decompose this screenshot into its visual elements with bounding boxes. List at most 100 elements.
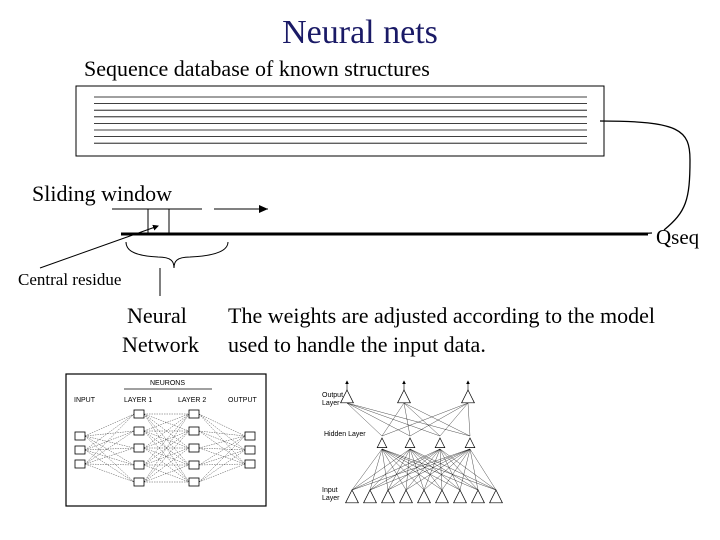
right-network-connection bbox=[459, 448, 471, 491]
right-network-connection bbox=[387, 448, 411, 491]
input-neuron bbox=[399, 489, 413, 504]
right-network-connection bbox=[409, 448, 443, 491]
right-network-connection bbox=[369, 448, 411, 491]
left-network-connection bbox=[84, 430, 135, 451]
output-layer-label: Output bbox=[322, 392, 343, 399]
right-network-connection bbox=[351, 448, 471, 491]
right-network-connection bbox=[403, 402, 471, 437]
right-network-connection bbox=[439, 448, 461, 491]
slide-title: Neural nets bbox=[282, 14, 438, 51]
left-network-connection bbox=[198, 430, 246, 437]
right-network-connection bbox=[351, 448, 411, 491]
left-network-connection bbox=[84, 449, 135, 466]
right-network-connection bbox=[409, 448, 425, 491]
right-network-connection bbox=[387, 448, 441, 491]
description-line1: The weights are adjusted according to th… bbox=[228, 303, 656, 328]
right-network-connection bbox=[439, 448, 443, 491]
qseq-label: Qseq bbox=[656, 225, 700, 249]
hidden-neuron bbox=[188, 460, 200, 470]
right-network-connection bbox=[423, 448, 441, 491]
database-sequence-lines bbox=[94, 96, 587, 144]
left-network-connection bbox=[198, 413, 246, 465]
input-neuron bbox=[74, 431, 86, 441]
left-network-connection bbox=[143, 413, 190, 432]
left-network-connection bbox=[84, 447, 135, 451]
hidden-neuron bbox=[188, 426, 200, 436]
right-network-connection bbox=[381, 402, 469, 437]
input-neuron bbox=[489, 489, 503, 504]
right-network-connection bbox=[381, 448, 443, 491]
left-network-connection bbox=[198, 463, 246, 466]
left-network-neurons bbox=[74, 409, 256, 487]
right-network-connection bbox=[387, 448, 471, 491]
right-network-connection bbox=[403, 402, 441, 437]
hidden-neuron bbox=[188, 409, 200, 419]
right-network-connection bbox=[409, 448, 479, 491]
left-network-connection bbox=[143, 413, 190, 432]
left-network-connection bbox=[84, 413, 135, 451]
right-network-connection bbox=[381, 448, 407, 491]
input-neuron bbox=[435, 489, 449, 504]
output-neuron bbox=[461, 389, 475, 404]
window-brace bbox=[125, 241, 229, 269]
input-column-label: INPUT bbox=[74, 397, 96, 404]
central-residue-arrow bbox=[39, 224, 159, 269]
right-network-connection bbox=[346, 402, 471, 437]
left-network-connection bbox=[198, 435, 246, 483]
input-neuron bbox=[74, 459, 86, 469]
right-network-connection bbox=[346, 402, 411, 437]
input-neuron bbox=[417, 489, 431, 504]
left-network-connection bbox=[198, 435, 246, 466]
svg-text:Layer: Layer bbox=[322, 495, 340, 502]
left-network-connection bbox=[84, 435, 135, 466]
left-network-connection bbox=[198, 463, 246, 483]
left-network-connection bbox=[84, 413, 135, 437]
input-layer-label: Input bbox=[322, 487, 338, 494]
sliding-window-label: Sliding window bbox=[32, 181, 172, 206]
left-network-connection bbox=[143, 464, 190, 483]
right-network-connection bbox=[369, 448, 471, 491]
right-network-connection bbox=[467, 402, 471, 437]
right-network-connection bbox=[405, 448, 471, 491]
left-network-connections bbox=[84, 413, 246, 483]
input-neuron bbox=[471, 489, 485, 504]
left-network-connection bbox=[143, 430, 190, 483]
output-column-label: OUTPUT bbox=[228, 397, 258, 404]
neurons-header: NEURONS bbox=[150, 380, 185, 387]
right-network-connection bbox=[369, 448, 441, 491]
output-neuron bbox=[244, 431, 256, 441]
right-network-connection bbox=[381, 448, 461, 491]
input-neuron bbox=[453, 489, 467, 504]
left-network-connection bbox=[198, 447, 246, 465]
right-network-connection bbox=[381, 448, 389, 491]
left-network-connection bbox=[84, 435, 135, 449]
neural-network-label-line1: Neural bbox=[127, 303, 187, 328]
left-network-connection bbox=[198, 430, 246, 451]
right-network-connection bbox=[439, 402, 469, 437]
right-network-connection bbox=[409, 402, 469, 437]
hidden-neuron bbox=[376, 437, 388, 448]
hidden-neuron bbox=[404, 437, 416, 448]
right-network-connection bbox=[441, 448, 471, 491]
left-network-connection bbox=[143, 413, 190, 449]
hidden-neuron bbox=[133, 443, 145, 453]
svg-text:Layer: Layer bbox=[322, 400, 340, 407]
left-network-connection bbox=[143, 413, 190, 483]
right-network-connection bbox=[381, 448, 425, 491]
input-neuron bbox=[363, 489, 377, 504]
output-neuron bbox=[244, 445, 256, 455]
central-residue-label: Central residue bbox=[18, 270, 122, 289]
right-network-connections bbox=[345, 380, 497, 491]
left-network-connection bbox=[198, 413, 246, 437]
right-network-connection bbox=[351, 448, 383, 491]
left-network-connection bbox=[84, 449, 135, 483]
right-network-connection bbox=[405, 448, 441, 491]
left-network-connection bbox=[198, 447, 246, 451]
right-network-connection bbox=[351, 448, 441, 491]
description-line2: used to handle the input data. bbox=[228, 332, 486, 357]
hidden-neuron bbox=[133, 426, 145, 436]
left-network-connection bbox=[143, 413, 190, 466]
right-network-connection bbox=[423, 448, 471, 491]
right-network-connection bbox=[369, 448, 383, 491]
